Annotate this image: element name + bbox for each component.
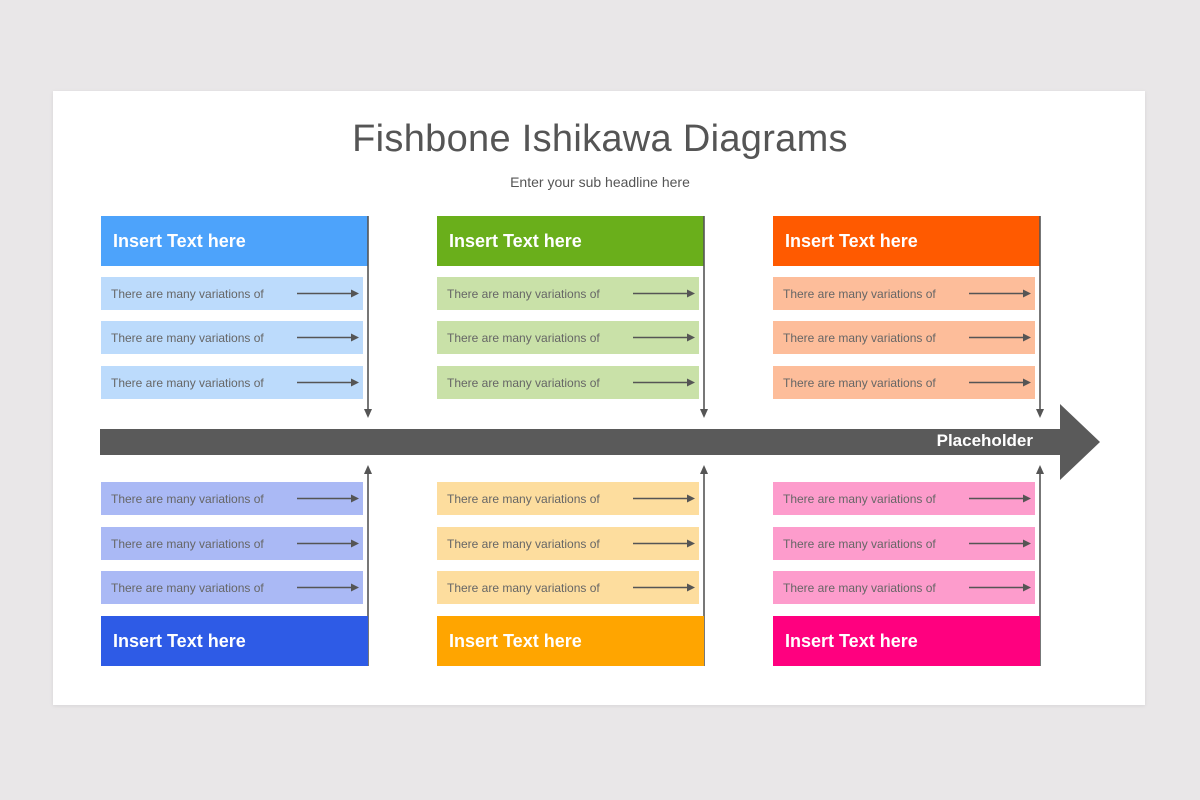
right-arrow-icon [633,289,695,298]
bottom-branch-2-row-1: There are many variations of [437,482,699,515]
right-arrow-icon [297,378,359,387]
top-branch-3-row-2: There are many variations of [773,321,1035,354]
top-branch-3-row-3: There are many variations of [773,366,1035,399]
right-arrow-icon [633,539,695,548]
right-arrow-icon [297,333,359,342]
row-label: There are many variations of [447,375,600,390]
right-arrow-icon [969,494,1031,503]
right-arrow-icon [297,539,359,548]
right-arrow-icon [297,289,359,298]
row-label: There are many variations of [447,330,600,345]
down-arrow-icon [700,216,708,418]
bottom-branch-3-row-2: There are many variations of [773,527,1035,560]
right-arrow-icon [297,494,359,503]
spine-label: Placeholder [936,431,1033,450]
bottom-branch-1-row-2: There are many variations of [101,527,363,560]
row-label: There are many variations of [111,580,264,595]
diagram-title: Fishbone Ishikawa Diagrams [352,118,848,160]
right-arrow-icon [633,378,695,387]
right-arrow-icon [969,583,1031,592]
row-label: There are many variations of [783,330,936,345]
bottom-branch-1-header: Insert Text here [101,616,368,666]
right-arrow-icon [969,333,1031,342]
up-arrow-icon [1036,465,1044,666]
right-arrow-icon [969,539,1031,548]
top-branch-2-header: Insert Text here [437,216,704,266]
top-branch-1-row-3: There are many variations of [101,366,363,399]
right-arrow-icon [633,333,695,342]
up-arrow-icon [700,465,708,666]
top-branch-1-row-1: There are many variations of [101,277,363,310]
row-label: There are many variations of [111,286,264,301]
row-label: There are many variations of [111,536,264,551]
bottom-branch-3-header: Insert Text here [773,616,1040,666]
down-arrow-icon [1036,216,1044,418]
spine-arrow [100,404,1100,480]
right-arrow-icon [297,583,359,592]
right-arrow-icon [969,289,1031,298]
bottom-branch-1-row-1: There are many variations of [101,482,363,515]
bottom-branch-2-row-3: There are many variations of [437,571,699,604]
row-label: There are many variations of [111,330,264,345]
bottom-branch-2-row-2: There are many variations of [437,527,699,560]
row-label: There are many variations of [783,491,936,506]
top-branch-2-row-2: There are many variations of [437,321,699,354]
row-label: There are many variations of [783,536,936,551]
top-branch-1-row-2: There are many variations of [101,321,363,354]
top-branch-2-row-3: There are many variations of [437,366,699,399]
row-label: There are many variations of [447,536,600,551]
row-label: There are many variations of [447,491,600,506]
top-branch-3-row-1: There are many variations of [773,277,1035,310]
bottom-branch-3-row-3: There are many variations of [773,571,1035,604]
row-label: There are many variations of [111,491,264,506]
right-arrow-icon [969,378,1031,387]
right-arrow-icon [633,494,695,503]
top-branch-1-header: Insert Text here [101,216,368,266]
row-label: There are many variations of [447,580,600,595]
bottom-branch-3-row-1: There are many variations of [773,482,1035,515]
spine-arrow-shape [100,404,1100,480]
row-label: There are many variations of [783,286,936,301]
up-arrow-icon [364,465,372,666]
bottom-branch-2-header: Insert Text here [437,616,704,666]
right-arrow-icon [633,583,695,592]
row-label: There are many variations of [111,375,264,390]
top-branch-2-row-1: There are many variations of [437,277,699,310]
bottom-branch-1-row-3: There are many variations of [101,571,363,604]
row-label: There are many variations of [783,375,936,390]
diagram-subtitle: Enter your sub headline here [510,174,690,190]
down-arrow-icon [364,216,372,418]
top-branch-3-header: Insert Text here [773,216,1040,266]
row-label: There are many variations of [783,580,936,595]
row-label: There are many variations of [447,286,600,301]
